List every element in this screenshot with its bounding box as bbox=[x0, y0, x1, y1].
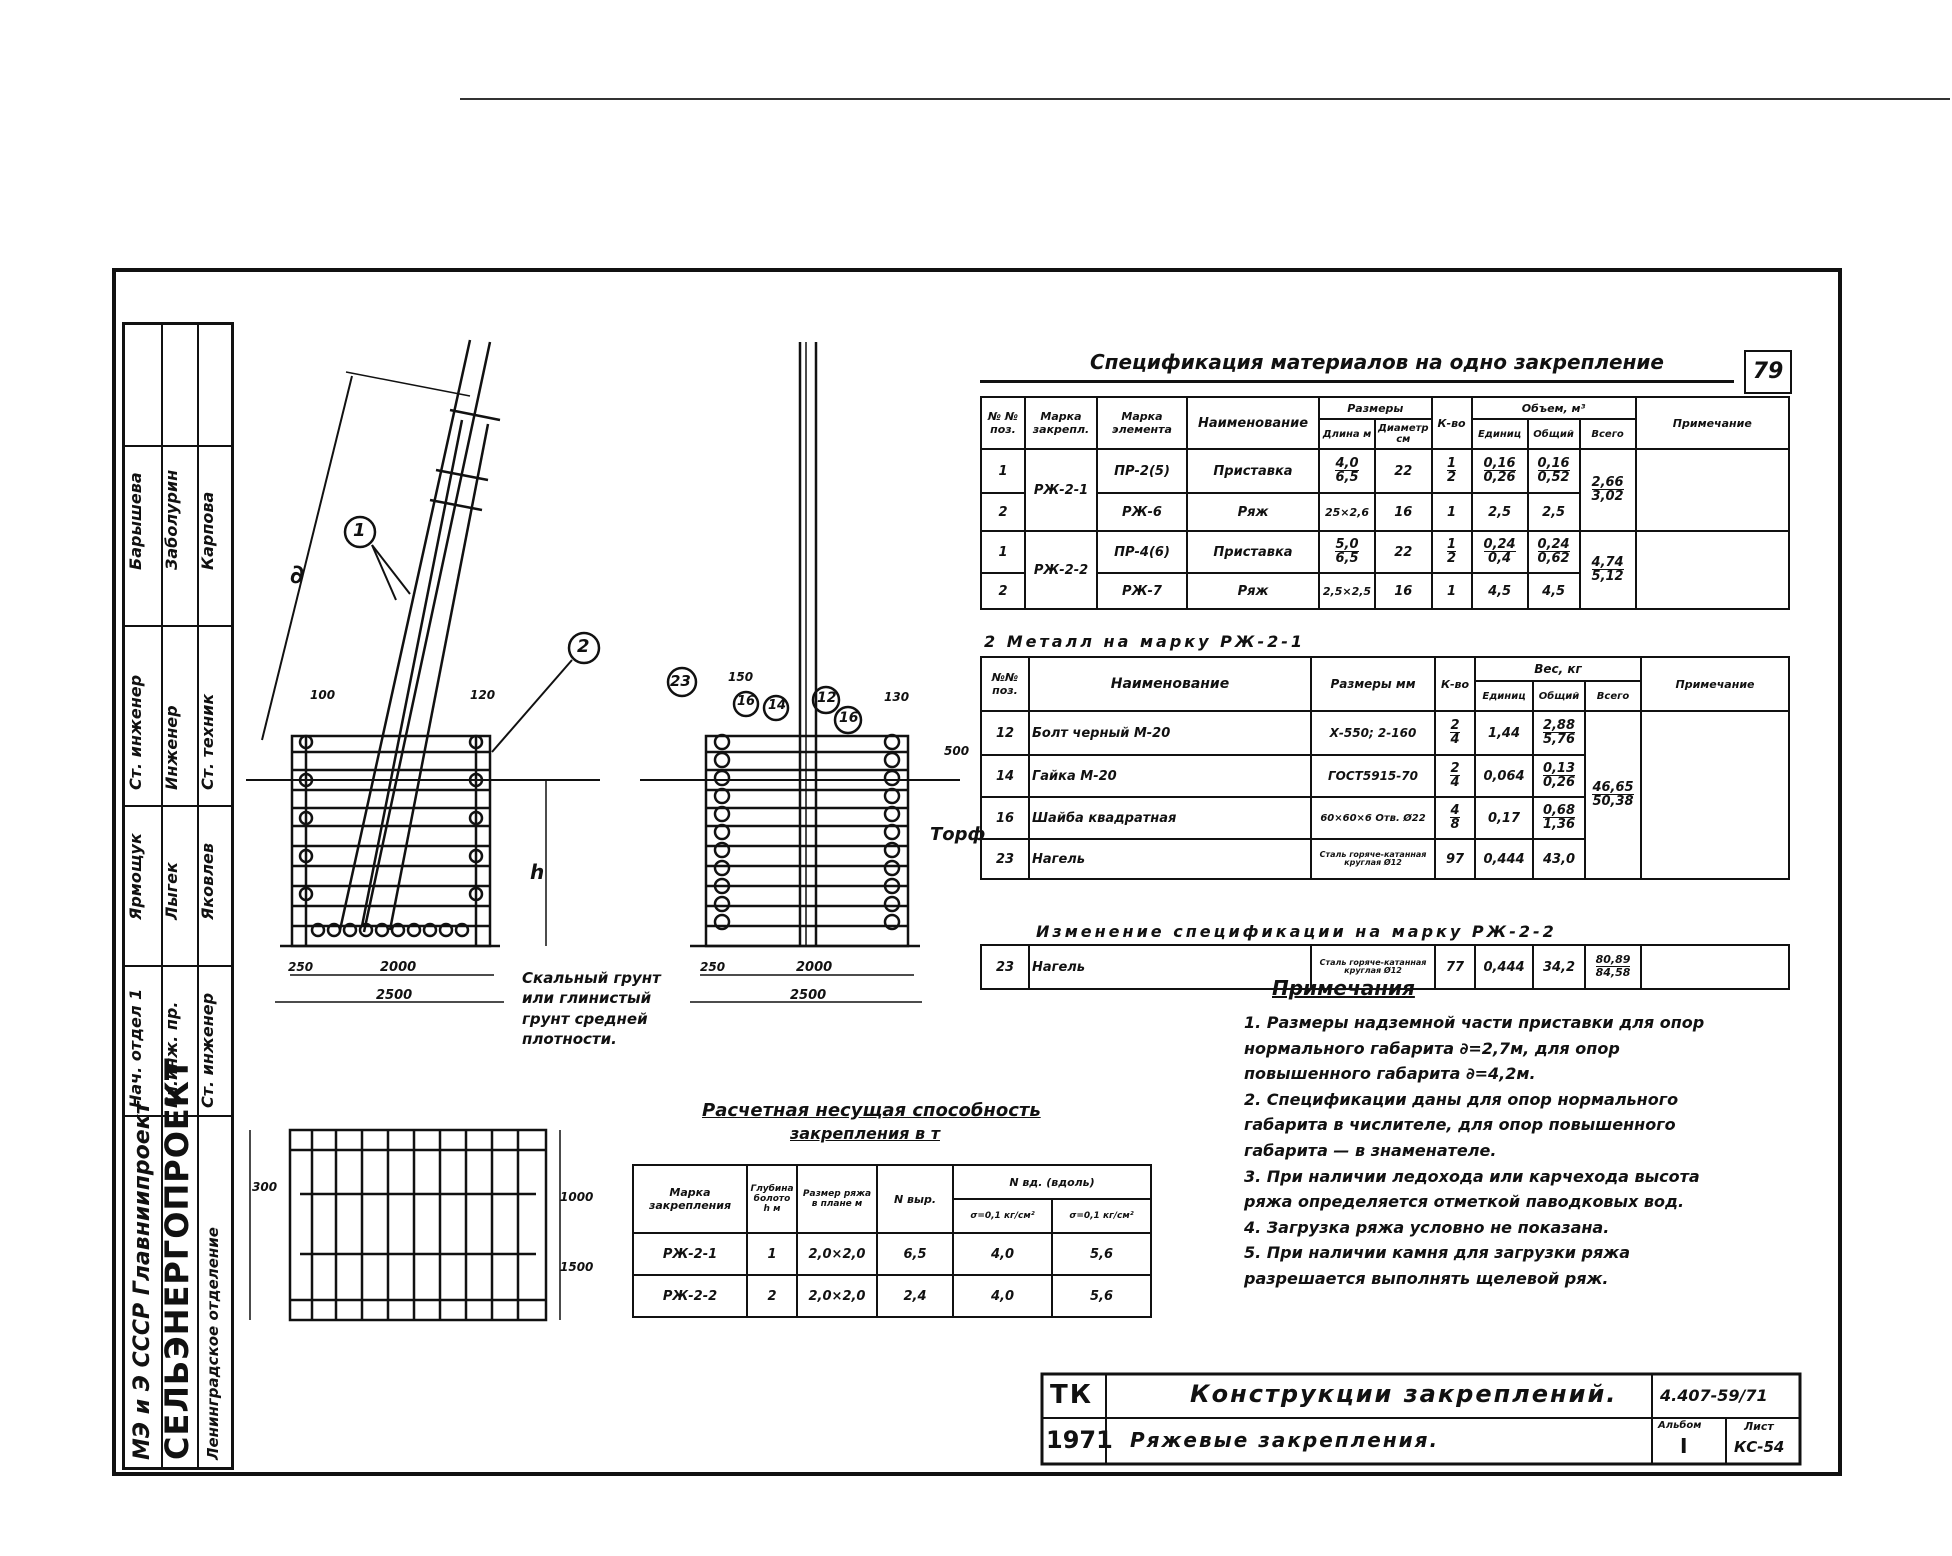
peat-label: Торф bbox=[930, 824, 986, 845]
note-1: 1. Размеры надземной части приставки для… bbox=[1244, 1013, 1705, 1084]
capacity-title: Расчетная несущая способность bbox=[702, 1100, 1041, 1121]
spec-title: Спецификация материалов на одно закрепле… bbox=[1090, 350, 1664, 374]
col-sizes: Размеры bbox=[1318, 396, 1433, 420]
capacity-table: Марка закрепления Глубина болото h м Раз… bbox=[632, 1164, 1152, 1318]
metal-spec-table: №№ поз. Наименование Размеры мм К-во Вес… bbox=[980, 656, 1790, 880]
table-row: 23 Нагель Сталь горяче-катанная круглая … bbox=[980, 944, 1790, 990]
col-len: Длина м bbox=[1318, 418, 1376, 450]
note-5: 5. При наличии камня для загрузки ряжа р… bbox=[1244, 1243, 1630, 1288]
col-pos: № № поз. bbox=[980, 396, 1026, 450]
stamp-sheet-label: Лист bbox=[1744, 1420, 1774, 1433]
dim-2000-r: 2000 bbox=[796, 960, 833, 975]
col-mark-fix: Марка закрепл. bbox=[1024, 396, 1098, 450]
crib-left-elevation bbox=[290, 734, 492, 948]
note-3: 3. При наличии ледохода или карчехода вы… bbox=[1244, 1166, 1700, 1212]
material-spec-table: № № поз. Марка закрепл. Марка элемента Н… bbox=[980, 396, 1791, 610]
dim-300: 300 bbox=[252, 1180, 278, 1194]
drawing-sheet-frame bbox=[112, 268, 1842, 1476]
sheet-number: 79 bbox=[1744, 350, 1792, 394]
dim-a-label: ∂ bbox=[290, 560, 305, 590]
col-diam: Диаметр см bbox=[1374, 418, 1433, 450]
dim-130: 130 bbox=[884, 690, 910, 704]
dim-500: 500 bbox=[944, 744, 970, 758]
callout-2: 2 bbox=[577, 636, 590, 657]
notes-list: 1. Размеры надземной части приставки для… bbox=[1244, 1010, 1744, 1292]
change-title: Изменение спецификации на марку РЖ-2-2 bbox=[1036, 922, 1557, 941]
dim-2000-l: 2000 bbox=[380, 960, 417, 975]
callout-12: 12 bbox=[817, 690, 837, 706]
callout-23: 23 bbox=[670, 672, 691, 690]
crib-right-elevation bbox=[704, 733, 910, 948]
col-part: Общий bbox=[1526, 418, 1581, 450]
dim-100: 100 bbox=[310, 688, 336, 702]
stamp-sheet: КС-54 bbox=[1734, 1438, 1785, 1456]
stamp-doc-no: 4.407-59/71 bbox=[1660, 1386, 1768, 1405]
callout-16b: 16 bbox=[839, 710, 859, 726]
stamp-album-label: Альбом bbox=[1658, 1420, 1702, 1431]
dim-250-l: 250 bbox=[288, 960, 314, 974]
dim-120: 120 bbox=[470, 688, 496, 702]
col-mark-el: Марка элемента bbox=[1096, 396, 1188, 450]
note-2: 2. Спецификации даны для опор нормальног… bbox=[1244, 1089, 1679, 1160]
stamp-code: ТК bbox=[1050, 1380, 1093, 1410]
capacity-subtitle: закрепления в т bbox=[790, 1124, 940, 1143]
rock-label: Скальный грунт или глинистый грунт средн… bbox=[522, 969, 661, 1048]
crib-plan-view bbox=[249, 1128, 561, 1322]
col-unit: Единиц bbox=[1470, 418, 1529, 450]
callout-16a: 16 bbox=[737, 694, 756, 709]
dim-2500-r: 2500 bbox=[790, 988, 827, 1003]
dim-1500: 1500 bbox=[560, 1260, 594, 1274]
table-row: 2 РЖ-6 Ряж 25×2,6 16 1 2,5 2,5 bbox=[980, 492, 1789, 532]
dim-250-r: 250 bbox=[700, 960, 726, 974]
stamp-subtitle: Ряжевые закрепления. bbox=[1130, 1428, 1440, 1452]
col-qty: К-во bbox=[1430, 396, 1473, 450]
left-stamp bbox=[122, 322, 234, 1470]
col-volume: Объем, м³ bbox=[1470, 396, 1637, 420]
dim-2500-l: 2500 bbox=[376, 988, 413, 1003]
stamp-title: Конструкции закреплений. bbox=[1190, 1380, 1618, 1408]
col-name: Наименование bbox=[1186, 396, 1320, 450]
inclined-pole bbox=[338, 339, 501, 933]
callout-1: 1 bbox=[353, 520, 366, 541]
stamp-year: 1971 bbox=[1046, 1426, 1113, 1454]
callout-14: 14 bbox=[768, 698, 787, 713]
col-note: Примечание bbox=[1634, 396, 1791, 450]
change-spec-table: 23 Нагель Сталь горяче-катанная круглая … bbox=[980, 944, 1790, 990]
col-all: Всего bbox=[1578, 418, 1637, 450]
metal-title: 2 Металл на марку РЖ-2-1 bbox=[984, 632, 1306, 651]
spec-title-line bbox=[980, 380, 1734, 383]
notes-title: Примечания bbox=[1272, 976, 1415, 1000]
dim-1000: 1000 bbox=[560, 1190, 594, 1204]
dim-150: 150 bbox=[728, 670, 754, 684]
note-4: 4. Загрузка ряжа условно не показана. bbox=[1244, 1217, 1610, 1237]
stamp-album: I bbox=[1680, 1434, 1688, 1458]
table-row: 2 РЖ-7 Ряж 2,5×2,5 16 1 4,5 4,5 bbox=[980, 572, 1789, 610]
scan-top-line bbox=[460, 98, 1950, 100]
dim-h-label: h bbox=[530, 860, 545, 884]
table-row: 23 Нагель Сталь горяче-катанная круглая … bbox=[980, 838, 1789, 880]
